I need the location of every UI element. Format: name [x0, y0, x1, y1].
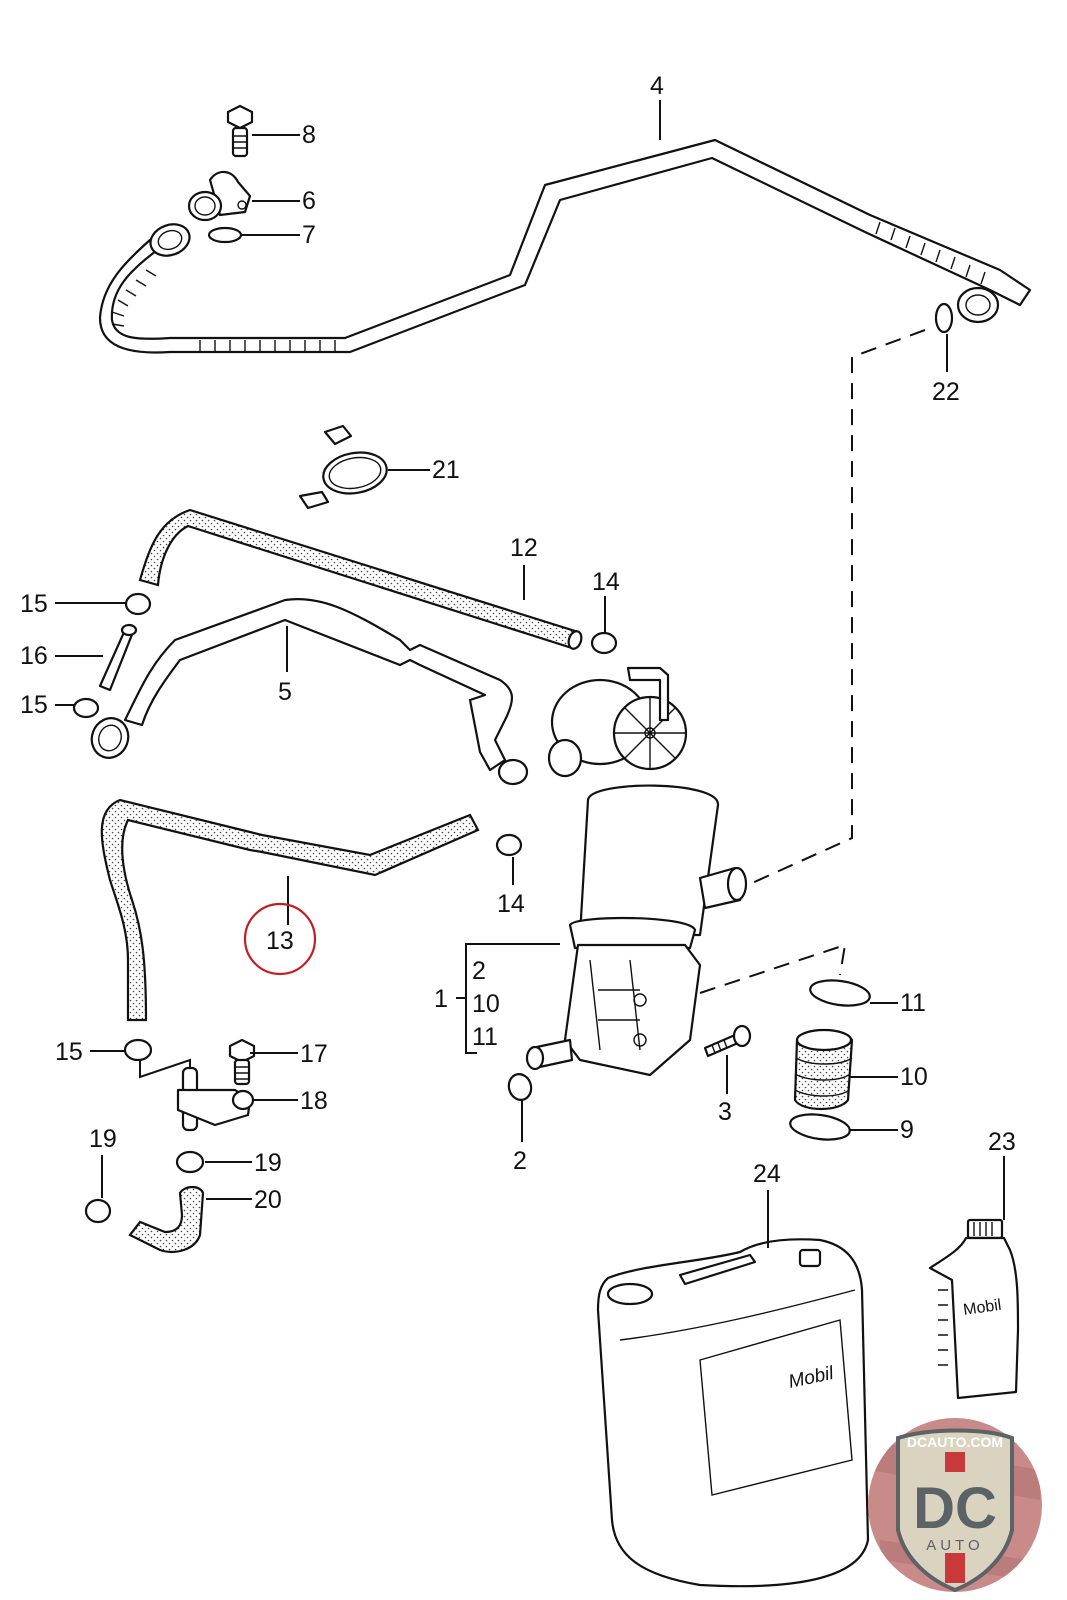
hose-part-5[interactable] — [86, 598, 529, 786]
callout-12[interactable]: 12 — [510, 534, 538, 562]
breather-pipe-part-4[interactable] — [98, 138, 1032, 354]
clamp-part-14-upper[interactable] — [590, 631, 618, 655]
callout-16[interactable]: 16 — [20, 642, 48, 670]
callout-8[interactable]: 8 — [302, 121, 316, 149]
callout-1-sub-2[interactable]: 2 — [472, 957, 486, 985]
callout-7[interactable]: 7 — [302, 221, 316, 249]
callout-22[interactable]: 22 — [932, 378, 960, 406]
clamp-part-15-upper[interactable] — [124, 592, 152, 616]
callout-9[interactable]: 9 — [900, 1116, 914, 1144]
callout-6[interactable]: 6 — [302, 187, 316, 215]
clamp-part-15-middle[interactable] — [72, 697, 100, 719]
oil-bottle-part-23[interactable] — [928, 1218, 1020, 1400]
watermark-site: DCAUTO.COM — [907, 1434, 1003, 1450]
callout-14-upper[interactable]: 14 — [592, 568, 620, 596]
flange-part-6[interactable] — [187, 170, 252, 222]
callout-17[interactable]: 17 — [300, 1040, 328, 1068]
hose-part-13[interactable] — [100, 798, 480, 1022]
callout-19-left[interactable]: 19 — [89, 1125, 117, 1153]
callout-2[interactable]: 2 — [513, 1147, 527, 1175]
callout-3[interactable]: 3 — [718, 1098, 732, 1126]
callout-15-lower[interactable]: 15 — [55, 1038, 83, 1066]
clamp-part-11[interactable] — [809, 977, 872, 1009]
oil-canister-part-24[interactable] — [596, 1238, 870, 1588]
clamp-part-9[interactable] — [789, 1111, 852, 1143]
callout-15-middle[interactable]: 15 — [20, 691, 48, 719]
bolt-part-8[interactable] — [226, 104, 254, 158]
oil-separator-part-1[interactable] — [525, 666, 748, 1077]
watermark-sub: AUTO — [926, 1537, 983, 1554]
callout-group-1 — [456, 943, 560, 1054]
connector-part-16[interactable] — [98, 623, 138, 692]
clamp-part-14-lower[interactable] — [495, 833, 523, 857]
hose-part-20[interactable] — [128, 1185, 205, 1253]
clamp-part-19-right[interactable] — [175, 1150, 205, 1174]
callout-24[interactable]: 24 — [753, 1160, 781, 1188]
o-ring-part-2[interactable] — [506, 1072, 534, 1103]
callout-11[interactable]: 11 — [900, 989, 926, 1017]
clamp-part-19-left[interactable] — [84, 1198, 112, 1224]
assembly-path-15-18 — [139, 1058, 191, 1079]
o-ring-part-7[interactable] — [207, 226, 243, 244]
highlight-circle-13 — [243, 902, 317, 976]
callout-15-upper[interactable]: 15 — [20, 590, 48, 618]
clamp-part-21[interactable] — [298, 424, 390, 510]
callout-23[interactable]: 23 — [988, 1128, 1016, 1156]
watermark-initials: DC — [913, 1476, 997, 1541]
callout-4[interactable]: 4 — [650, 72, 664, 100]
bolt-part-17[interactable] — [228, 1038, 256, 1086]
callout-1[interactable]: 1 — [434, 985, 448, 1013]
callout-10[interactable]: 10 — [900, 1063, 928, 1091]
callout-14-lower[interactable]: 14 — [497, 890, 525, 918]
callout-20[interactable]: 20 — [254, 1186, 282, 1214]
assembly-path-dashed — [729, 329, 926, 894]
callout-5[interactable]: 5 — [278, 678, 292, 706]
bracket-part-18[interactable] — [176, 1066, 255, 1132]
bellows-part-10[interactable] — [793, 1028, 854, 1110]
clamp-part-15-lower[interactable] — [123, 1038, 153, 1062]
o-ring-part-22[interactable] — [934, 302, 954, 334]
callout-18[interactable]: 18 — [300, 1087, 328, 1115]
callout-1-sub-10[interactable]: 10 — [472, 990, 500, 1018]
dcauto-watermark: DC AUTO DCAUTO.COM — [868, 1418, 1042, 1593]
callout-1-sub-11[interactable]: 11 — [472, 1023, 498, 1051]
bolt-part-3[interactable] — [703, 1024, 752, 1058]
bottle-brand-text: Mobil — [962, 1297, 1002, 1319]
callout-19-right[interactable]: 19 — [254, 1149, 282, 1177]
callout-21[interactable]: 21 — [432, 456, 460, 484]
callout-13[interactable]: 13 — [266, 927, 294, 955]
